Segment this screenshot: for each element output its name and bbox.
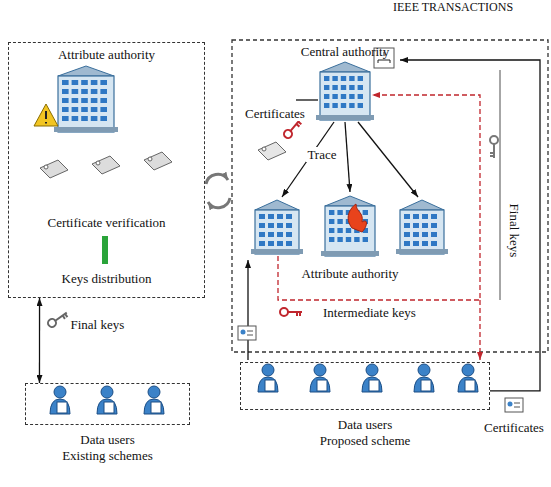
exchange-arrow xyxy=(208,198,230,208)
certificate-tag-icon xyxy=(144,152,172,170)
green-arrow xyxy=(102,236,108,264)
building-icon xyxy=(251,200,303,254)
certificate-arrow xyxy=(296,99,318,100)
certificate-tag-icon xyxy=(40,160,68,178)
key-icon xyxy=(46,309,69,328)
certificate-card-icon xyxy=(238,326,256,340)
final-keys-line xyxy=(499,70,501,300)
node-text: Certificate verification xyxy=(47,215,165,230)
authority-box: Attribute authorityCertificate verificat… xyxy=(8,42,205,298)
user-icon xyxy=(458,364,478,392)
connector-arrow xyxy=(400,60,540,391)
certificates-label: Certificates xyxy=(483,420,545,435)
user-icon xyxy=(97,386,117,414)
exchange-arrow xyxy=(206,174,228,184)
node-text: Keys distribution xyxy=(62,271,152,286)
user-icon xyxy=(50,386,70,414)
key-icon xyxy=(490,136,498,158)
warning-icon xyxy=(34,104,58,126)
node-text: Existing schemes xyxy=(62,448,153,463)
users-box: Data usersExisting schemes xyxy=(25,383,190,425)
connector-arrow xyxy=(39,298,40,383)
authority-arrow xyxy=(358,122,418,197)
users-box: Data usersProposed scheme xyxy=(240,362,490,410)
node-text: Attribute authority xyxy=(58,47,155,62)
intermediate-keys-path xyxy=(278,95,480,300)
node-text: Proposed scheme xyxy=(320,433,411,448)
central-authority-node: Central authority xyxy=(290,42,400,122)
node-text: Central authority xyxy=(301,44,389,59)
node-text: Data users xyxy=(80,432,135,447)
user-icon xyxy=(258,364,278,392)
certificates-label: Certificates xyxy=(244,106,306,121)
building-icon xyxy=(54,66,118,132)
building-icon xyxy=(396,200,448,254)
building-icon xyxy=(316,62,374,120)
user-icon xyxy=(144,386,164,414)
intermediate-keys-label: Intermediate keys xyxy=(322,305,417,320)
header-text: IEEE TRANSACTIONS xyxy=(392,0,514,15)
connector-arrow xyxy=(345,122,350,192)
final-keys-label: Final keys xyxy=(507,203,522,259)
user-icon xyxy=(414,364,434,392)
fire-icon xyxy=(348,204,366,232)
key-icon xyxy=(280,308,302,316)
certificate-arrow xyxy=(247,260,248,360)
certificate-tag-icon xyxy=(92,156,120,174)
final-keys-path xyxy=(479,300,480,360)
proposed-region xyxy=(232,40,548,352)
certificate-tag-icon xyxy=(258,142,286,160)
building-icon xyxy=(321,196,379,256)
user-icon xyxy=(362,364,382,392)
authority-node: Attribute authority xyxy=(290,192,410,284)
node-text: Data users xyxy=(338,417,393,432)
user-icon xyxy=(310,364,330,392)
node-text: Attribute authority xyxy=(301,266,398,281)
certificate-card-icon xyxy=(505,398,523,412)
edge-label: Final keys xyxy=(70,317,126,332)
edge-label: Trace xyxy=(306,147,337,162)
